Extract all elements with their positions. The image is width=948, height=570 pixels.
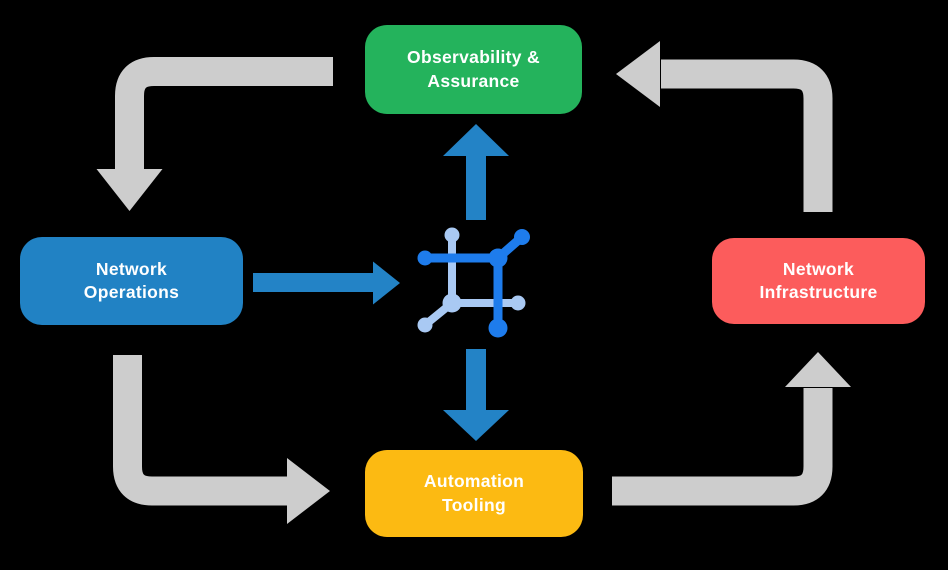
node-automation-tooling: Automation Tooling	[365, 450, 583, 537]
node-network-operations: Network Operations	[20, 237, 243, 325]
arrow-shaft	[661, 59, 833, 212]
arrow-head	[785, 352, 851, 387]
arrow-shaft	[113, 355, 288, 506]
arrow-head	[287, 458, 330, 524]
network-icon-light-parts	[417, 227, 526, 333]
node-network-infrastructure: Network Infrastructure	[712, 238, 925, 324]
node-operations-label: Network Operations	[83, 258, 180, 302]
arrow-head	[616, 41, 660, 107]
arrow-automation-to-infrastructure	[612, 352, 851, 506]
arrow-shaft	[115, 57, 333, 171]
network-fabric-icon	[417, 227, 530, 338]
arrow-shaft	[612, 388, 833, 506]
arrow-operations-to-hub	[253, 261, 400, 305]
arrow-head	[373, 261, 400, 305]
arrow-head	[443, 410, 509, 441]
arrow-hub-to-observability	[443, 124, 509, 220]
arrow-head	[443, 124, 509, 156]
arrow-infrastructure-to-observability	[616, 41, 833, 212]
network-icon-dark-parts	[417, 229, 530, 338]
arrow-operations-to-automation	[113, 355, 330, 524]
node-automation-label: Automation Tooling	[423, 471, 525, 515]
node-observability-label: Observability & Assurance	[407, 47, 540, 91]
arrow-observability-to-operations	[96, 57, 333, 211]
arrow-head	[96, 169, 163, 211]
arrow-hub-to-automation	[443, 349, 509, 441]
node-observability-assurance: Observability & Assurance	[365, 25, 582, 114]
node-infrastructure-label: Network Infrastructure	[759, 258, 878, 302]
